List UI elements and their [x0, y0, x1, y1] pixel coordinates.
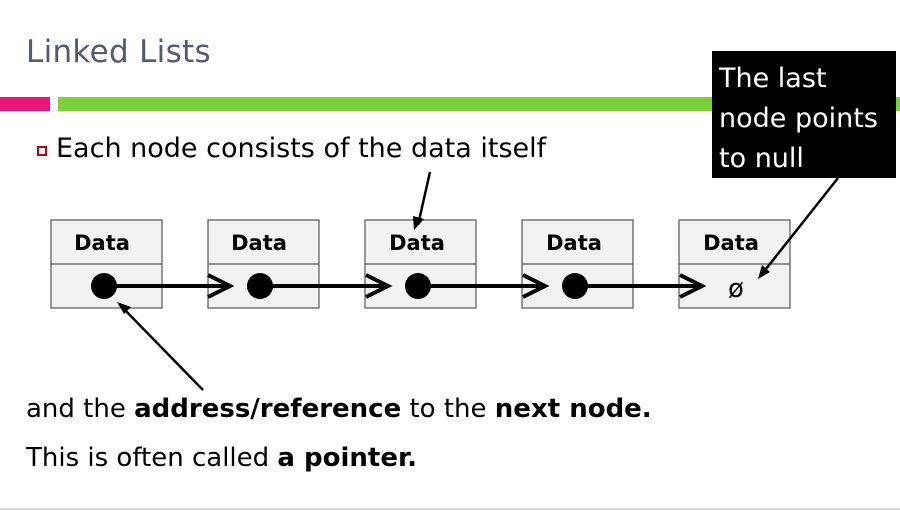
node-0: Data	[50, 219, 163, 309]
slide-title: Linked Lists	[26, 34, 211, 70]
bullet-item: Each node consists of the data itself	[37, 133, 546, 164]
node-4: Data ø	[678, 219, 791, 309]
callout-line-2: node points	[719, 103, 878, 134]
node-label: Data	[389, 231, 445, 255]
node-label: Data	[546, 231, 602, 255]
accent-bar-pink	[0, 97, 50, 111]
line1-bold-address: address/reference	[134, 394, 402, 424]
line2-part-a: This is often called	[26, 443, 278, 473]
explanation-line-2: This is often called a pointer.	[26, 443, 417, 473]
pointer-arrow-1	[260, 273, 393, 299]
slide-bottom-border	[0, 508, 900, 510]
null-symbol: ø	[728, 274, 744, 304]
node-label: Data	[74, 231, 130, 255]
annotation-arrow-data	[413, 171, 432, 230]
accent-bar-green	[58, 97, 900, 111]
node-1: Data	[207, 219, 320, 309]
annotation-arrow-pointer	[117, 302, 204, 391]
explanation-line-1: and the address/reference to the next no…	[26, 394, 652, 424]
line1-bold-next-node: next node.	[494, 394, 652, 424]
node-label: Data	[703, 231, 759, 255]
annotation-arrow-null	[758, 177, 839, 279]
pointer-arrow-2	[418, 273, 550, 299]
line1-part-a: and the	[26, 394, 135, 424]
null-callout-box: The last node points to null	[712, 51, 896, 178]
callout-line-1: The last	[719, 63, 827, 94]
callout-line-3: to null	[719, 143, 804, 174]
line2-bold-pointer: a pointer.	[277, 443, 417, 473]
node-2: Data	[364, 219, 477, 309]
line1-part-c: to the	[401, 394, 495, 424]
pointer-arrow-3	[575, 273, 707, 299]
square-bullet-icon	[37, 145, 47, 156]
node-3: Data	[521, 219, 634, 309]
bullet-text: Each node consists of the data itself	[56, 133, 547, 164]
node-label: Data	[231, 231, 287, 255]
pointer-arrow-0	[104, 273, 235, 299]
